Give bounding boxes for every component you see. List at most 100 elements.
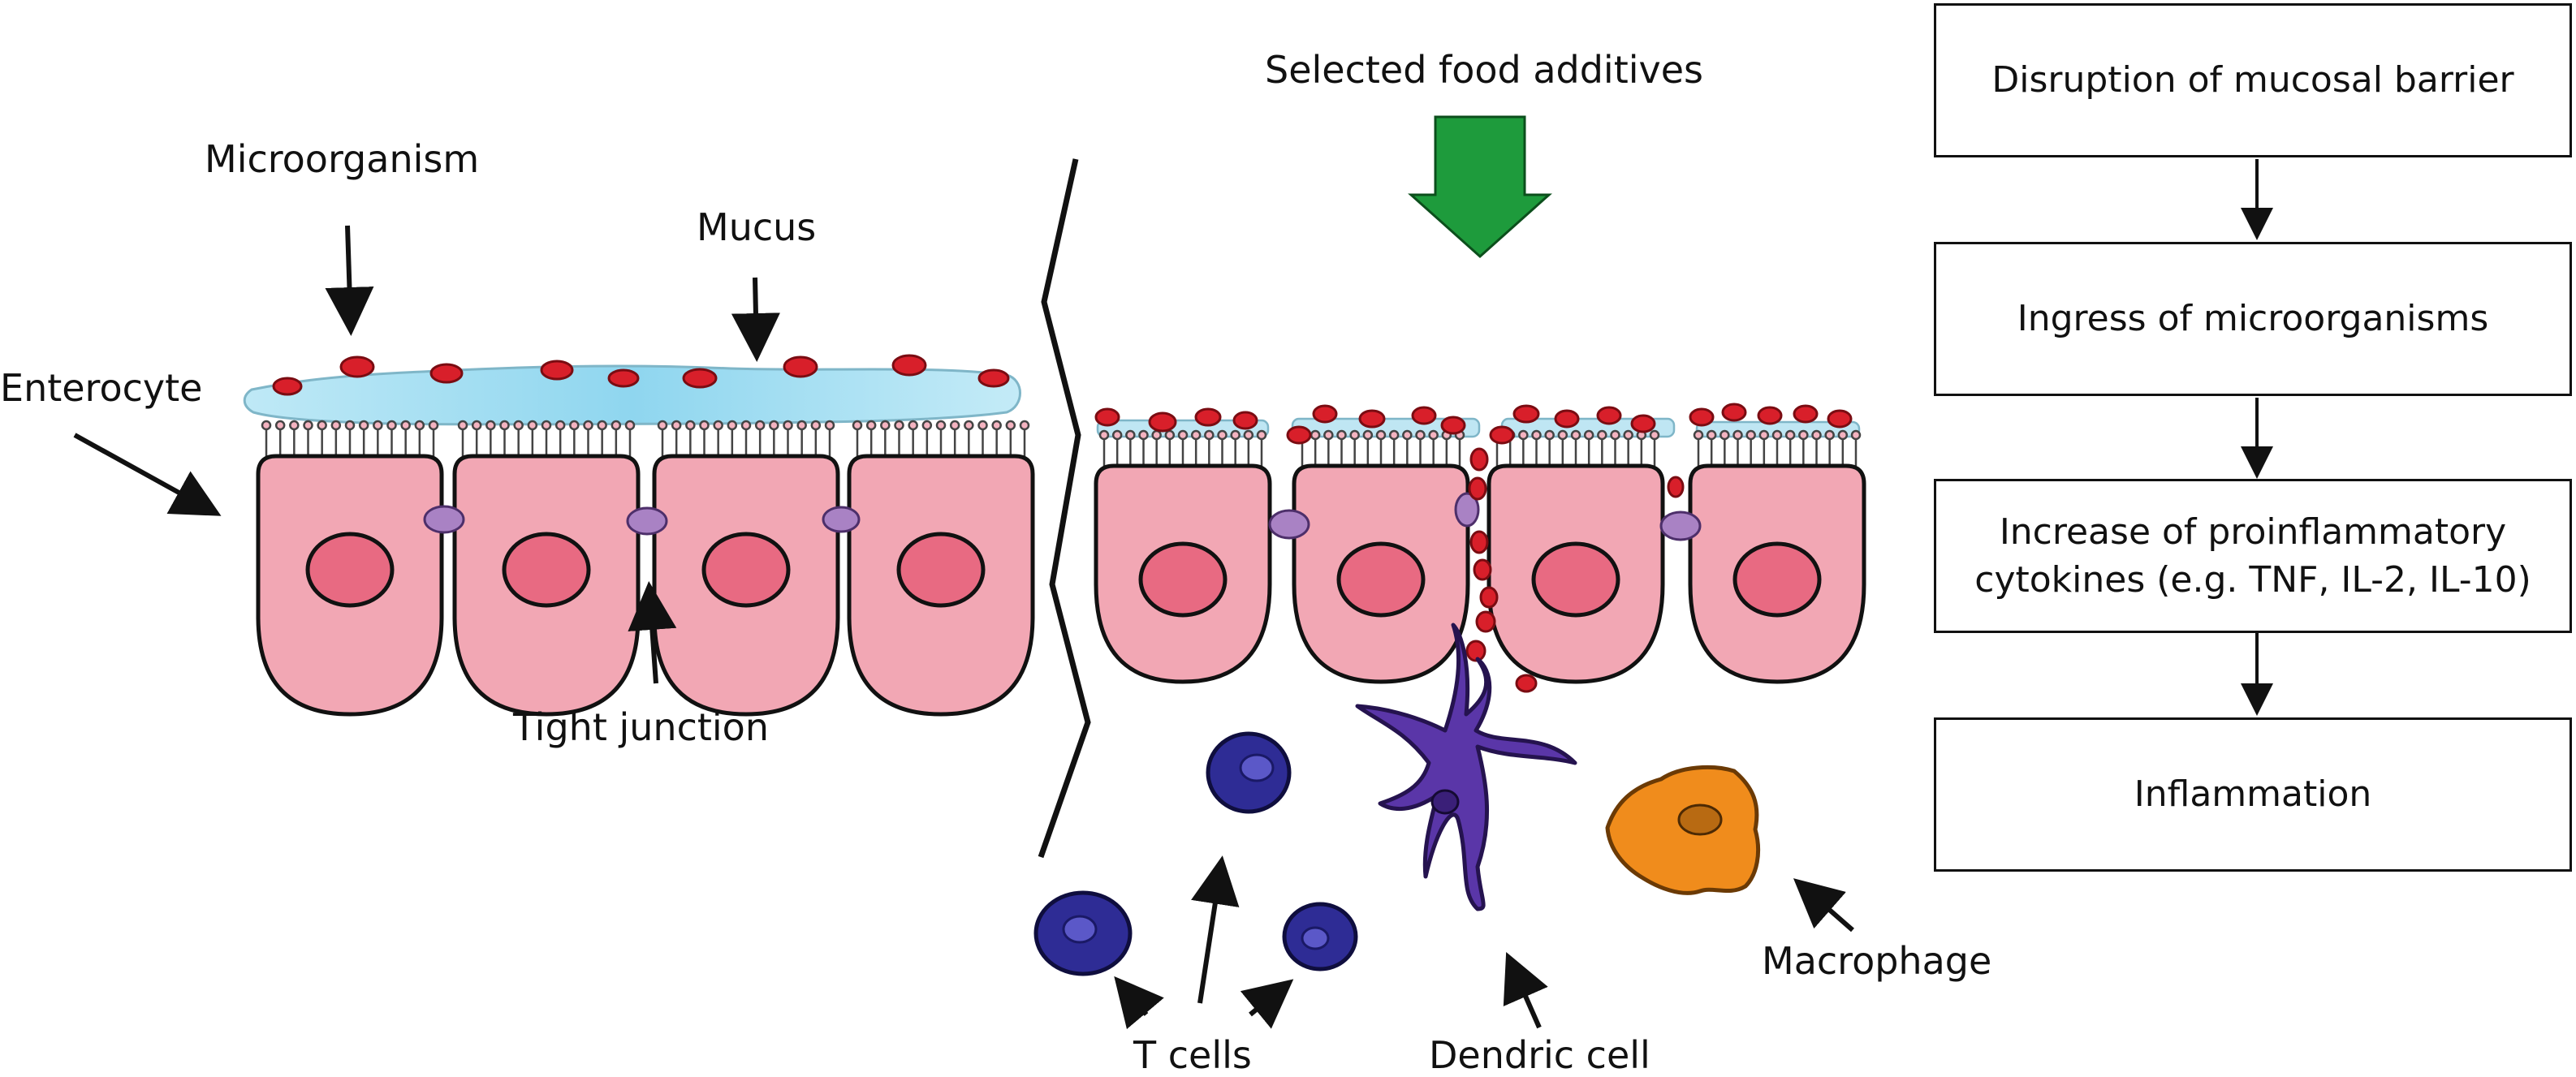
- microvillus-tip: [583, 420, 593, 431]
- microvillus-tip: [373, 420, 383, 431]
- macrophage: [1605, 765, 1761, 895]
- microvillus-tip: [964, 420, 974, 431]
- microvillus-tip: [1125, 429, 1136, 441]
- microvillus-tip: [894, 420, 904, 431]
- microvillus-tip: [1310, 429, 1321, 441]
- microvillus-tip: [485, 420, 496, 431]
- microorganism: [682, 368, 718, 389]
- enterocytes-right: [1094, 463, 1866, 684]
- flow-step-label: Increase of proinflammatory cytokines (e…: [1974, 510, 2531, 601]
- microvillus-tip: [1388, 429, 1400, 441]
- healthy-epithelium: [243, 354, 1035, 717]
- nucleus: [502, 532, 591, 608]
- microvillus-tip: [541, 420, 552, 431]
- microvillus-tip: [261, 420, 272, 431]
- microvillus-tip: [1824, 429, 1835, 441]
- microorganism: [1596, 406, 1622, 425]
- microorganism: [891, 354, 927, 377]
- microvillus-tip: [611, 420, 622, 431]
- flow-step-inflammation: Inflammation: [1934, 717, 2572, 872]
- microvillus-tip: [274, 420, 286, 431]
- microvillus-tip: [1557, 429, 1568, 441]
- microorganism: [977, 368, 1010, 388]
- microvillus-tip: [1243, 429, 1254, 441]
- flow-step-label: Ingress of microorganisms: [2017, 298, 2489, 340]
- microvillus-tip: [1706, 429, 1717, 441]
- microvillus-tip: [713, 420, 723, 431]
- microvillus-tip: [513, 420, 524, 431]
- microorganism: [607, 368, 640, 388]
- tight-junction: [626, 506, 668, 536]
- microvillus-tip: [624, 420, 636, 431]
- microvillus-tip: [344, 420, 356, 431]
- arrow-microorganism: [325, 225, 374, 336]
- microorganism: [1411, 406, 1437, 425]
- arrow-enterocyte: [73, 433, 222, 516]
- microvillus-tip: [1784, 429, 1796, 441]
- microorganism: [1232, 411, 1258, 430]
- microorganism: [1512, 404, 1540, 424]
- microvillus-tip: [1583, 429, 1594, 441]
- microvillus-tip: [554, 420, 566, 431]
- microorganism: [1689, 407, 1715, 427]
- microvillus-tip: [1098, 429, 1110, 441]
- arrow-t-cell: [1114, 976, 1164, 1030]
- microvillus-tip: [597, 420, 607, 431]
- microorganism: [1667, 476, 1685, 498]
- microvillus-tip: [289, 420, 300, 431]
- nucleus: [701, 532, 791, 608]
- microorganism: [1475, 610, 1496, 633]
- microorganism: [1554, 409, 1580, 429]
- microvillus-tip: [727, 420, 738, 431]
- microorganism: [1194, 407, 1222, 427]
- microvillus-tip: [1256, 429, 1267, 441]
- microorganisms-left: [272, 354, 1010, 396]
- microvillus-tip: [699, 420, 710, 431]
- label-microorganism: Microorganism: [205, 137, 479, 181]
- microvillus-tip: [824, 420, 835, 431]
- microvillus-tip: [880, 420, 891, 431]
- microorganisms-right: [1094, 403, 1853, 693]
- microvillus-tip: [1428, 429, 1439, 441]
- disrupted-epithelium: [1094, 403, 1866, 693]
- microvillus-tip: [1811, 429, 1822, 441]
- label-food-additives: Selected food additives: [1265, 48, 1703, 92]
- arrow-macrophage: [1793, 878, 1854, 933]
- microvillus-tip: [358, 420, 369, 431]
- tight-junctions-right: [1268, 492, 1702, 541]
- microvillus-tip: [1649, 429, 1660, 441]
- microorganism: [1721, 403, 1747, 422]
- microorganism: [1148, 411, 1177, 433]
- microvillus-tip: [1323, 429, 1334, 441]
- label-mucus: Mucus: [697, 205, 816, 249]
- microorganism: [1094, 407, 1120, 427]
- microvillus-tip: [1570, 429, 1581, 441]
- divider-line: [1038, 158, 1091, 859]
- microvillus-tip: [1771, 429, 1783, 441]
- nucleus: [1531, 541, 1620, 618]
- microvillus-tip: [386, 420, 397, 431]
- flow-step-ingress: Ingress of microorganisms: [1934, 242, 2572, 396]
- tight-junction: [822, 506, 861, 533]
- microvillus-tip: [1190, 429, 1202, 441]
- microvillus-tip: [852, 420, 863, 431]
- microvillus-tip: [1019, 420, 1030, 431]
- microvillus-tip: [1415, 429, 1426, 441]
- microorganism: [1312, 404, 1338, 424]
- microvillus-tip: [457, 420, 468, 431]
- microvillus-tip: [949, 420, 960, 431]
- microvillus-tip: [865, 420, 877, 431]
- flow-step-disruption: Disruption of mucosal barrier: [1934, 3, 2572, 157]
- microvillus-tip: [740, 420, 752, 431]
- microvillus-tip: [908, 420, 918, 431]
- arrow-dendritic-cell: [1503, 952, 1548, 1029]
- microvillus-tip: [1745, 429, 1756, 441]
- microvillus-tip: [1719, 429, 1730, 441]
- tight-junction: [1659, 510, 1702, 541]
- t-cell: [1206, 731, 1292, 814]
- microvillus-tip: [1623, 429, 1633, 441]
- microvillus-tip: [1138, 429, 1149, 441]
- microvillus-tip: [1164, 429, 1176, 441]
- microorganism: [1630, 414, 1656, 433]
- tight-junctions-left: [423, 505, 861, 536]
